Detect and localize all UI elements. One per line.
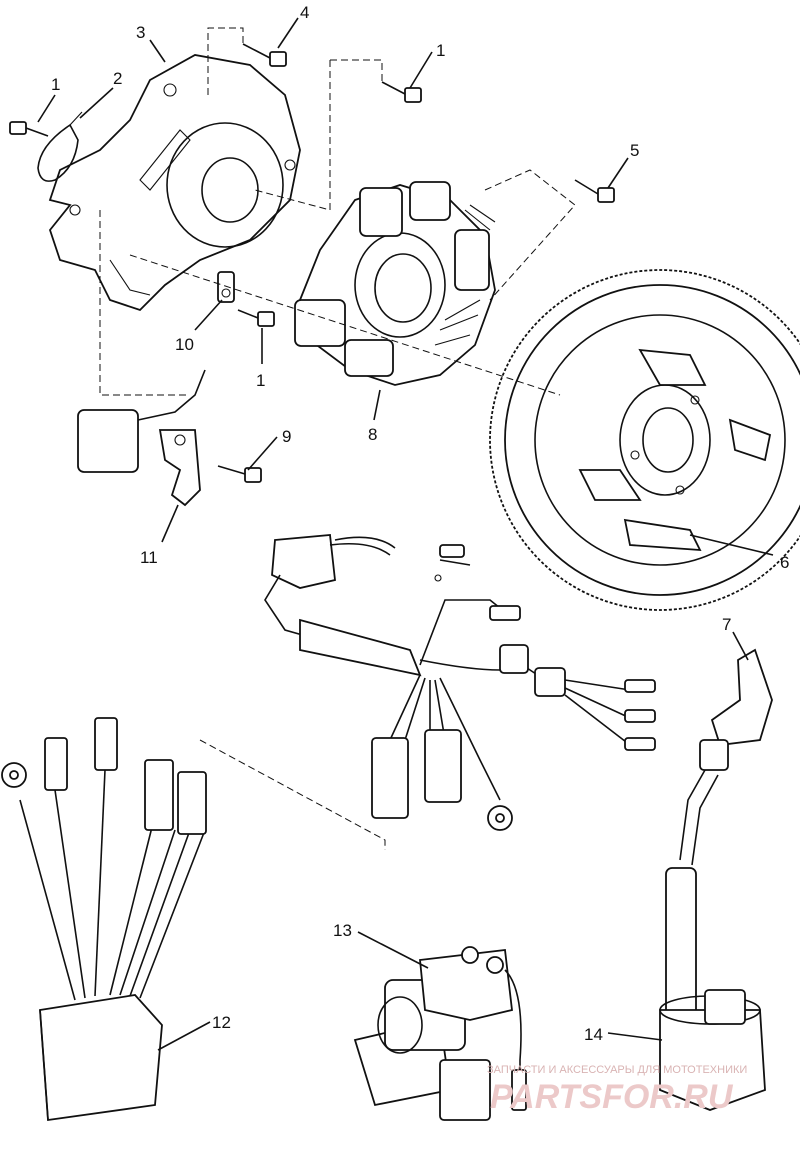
stator xyxy=(294,181,496,386)
watermark-tagline: ЗАПЧАСТИ И АКСЕССУАРЫ ДЛЯ МОТОТЕХНИКИ xyxy=(487,1064,747,1076)
ignition-coil xyxy=(659,769,766,1111)
starter-solenoid xyxy=(353,946,527,1121)
callout-8: 8 xyxy=(368,425,377,444)
wiring-harness xyxy=(264,534,656,831)
callout-1b: 1 xyxy=(436,41,445,60)
leader-lines xyxy=(37,17,774,1051)
spark-plug-cap xyxy=(699,648,773,771)
flywheel xyxy=(489,269,800,611)
wire-clip xyxy=(37,111,83,182)
ground-tab xyxy=(217,271,235,303)
screw-1b xyxy=(381,81,422,103)
callout-12: 12 xyxy=(212,1013,231,1032)
callout-3: 3 xyxy=(136,23,145,42)
callout-6: 6 xyxy=(780,553,789,572)
callout-10: 10 xyxy=(175,335,194,354)
callout-4: 4 xyxy=(300,3,309,22)
callout-14: 14 xyxy=(584,1025,603,1044)
callout-2: 2 xyxy=(113,69,122,88)
screw-1c xyxy=(237,309,275,327)
cdi-module xyxy=(1,717,207,1122)
callout-11: 11 xyxy=(140,548,158,567)
screw-1a xyxy=(9,121,49,137)
alignment-lines xyxy=(99,27,576,850)
callout-13: 13 xyxy=(333,921,352,940)
watermark-logo: PARTSFOR.RU xyxy=(490,1078,734,1116)
screw-9 xyxy=(217,465,262,483)
callout-1c: 1 xyxy=(256,371,265,390)
screw-4 xyxy=(242,43,287,67)
callout-9: 9 xyxy=(282,427,291,446)
screw-5 xyxy=(574,179,615,203)
callout-5: 5 xyxy=(630,141,639,160)
stator-plate xyxy=(48,54,301,312)
watermark: ЗАПЧАСТИ И АКСЕССУАРЫ ДЛЯ МОТОТЕХНИКИ PA… xyxy=(487,1064,747,1116)
callout-1a: 1 xyxy=(51,75,60,94)
pulse-coil xyxy=(77,369,206,507)
callout-7: 7 xyxy=(722,615,731,634)
